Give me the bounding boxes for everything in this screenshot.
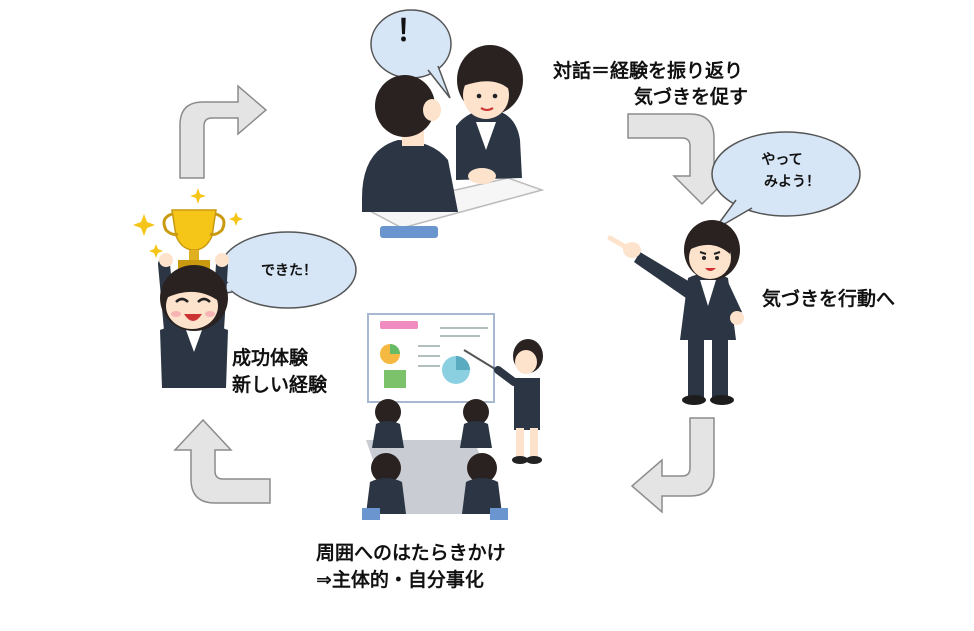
speech-bubble-text: ！ — [396, 14, 426, 49]
speech-bubble-text: みよう！ — [764, 174, 820, 190]
speech-bubble-text: できた！ — [261, 263, 317, 279]
influence-label-line1: 周囲へのはたらきかけ — [316, 542, 506, 564]
dialogue-label-line2: 気づきを促す — [634, 86, 749, 108]
success-label-line2: 新しい経験 — [232, 374, 328, 396]
curved-arrow-icon — [173, 418, 271, 504]
curved-arrow-icon — [627, 113, 732, 206]
action-label: 気づきを行動へ — [762, 288, 896, 310]
curved-arrow-icon — [630, 417, 715, 514]
speech-bubble-text: やって — [761, 152, 803, 168]
dialogue-label-line1: 対話＝経験を振り返り — [553, 60, 744, 82]
curved-arrow-icon — [179, 84, 268, 179]
influence-label-line2: ⇒主体的・自分事化 — [316, 569, 484, 591]
speech-bubble — [711, 131, 861, 217]
success-label-line1: 成功体験 — [232, 347, 309, 369]
